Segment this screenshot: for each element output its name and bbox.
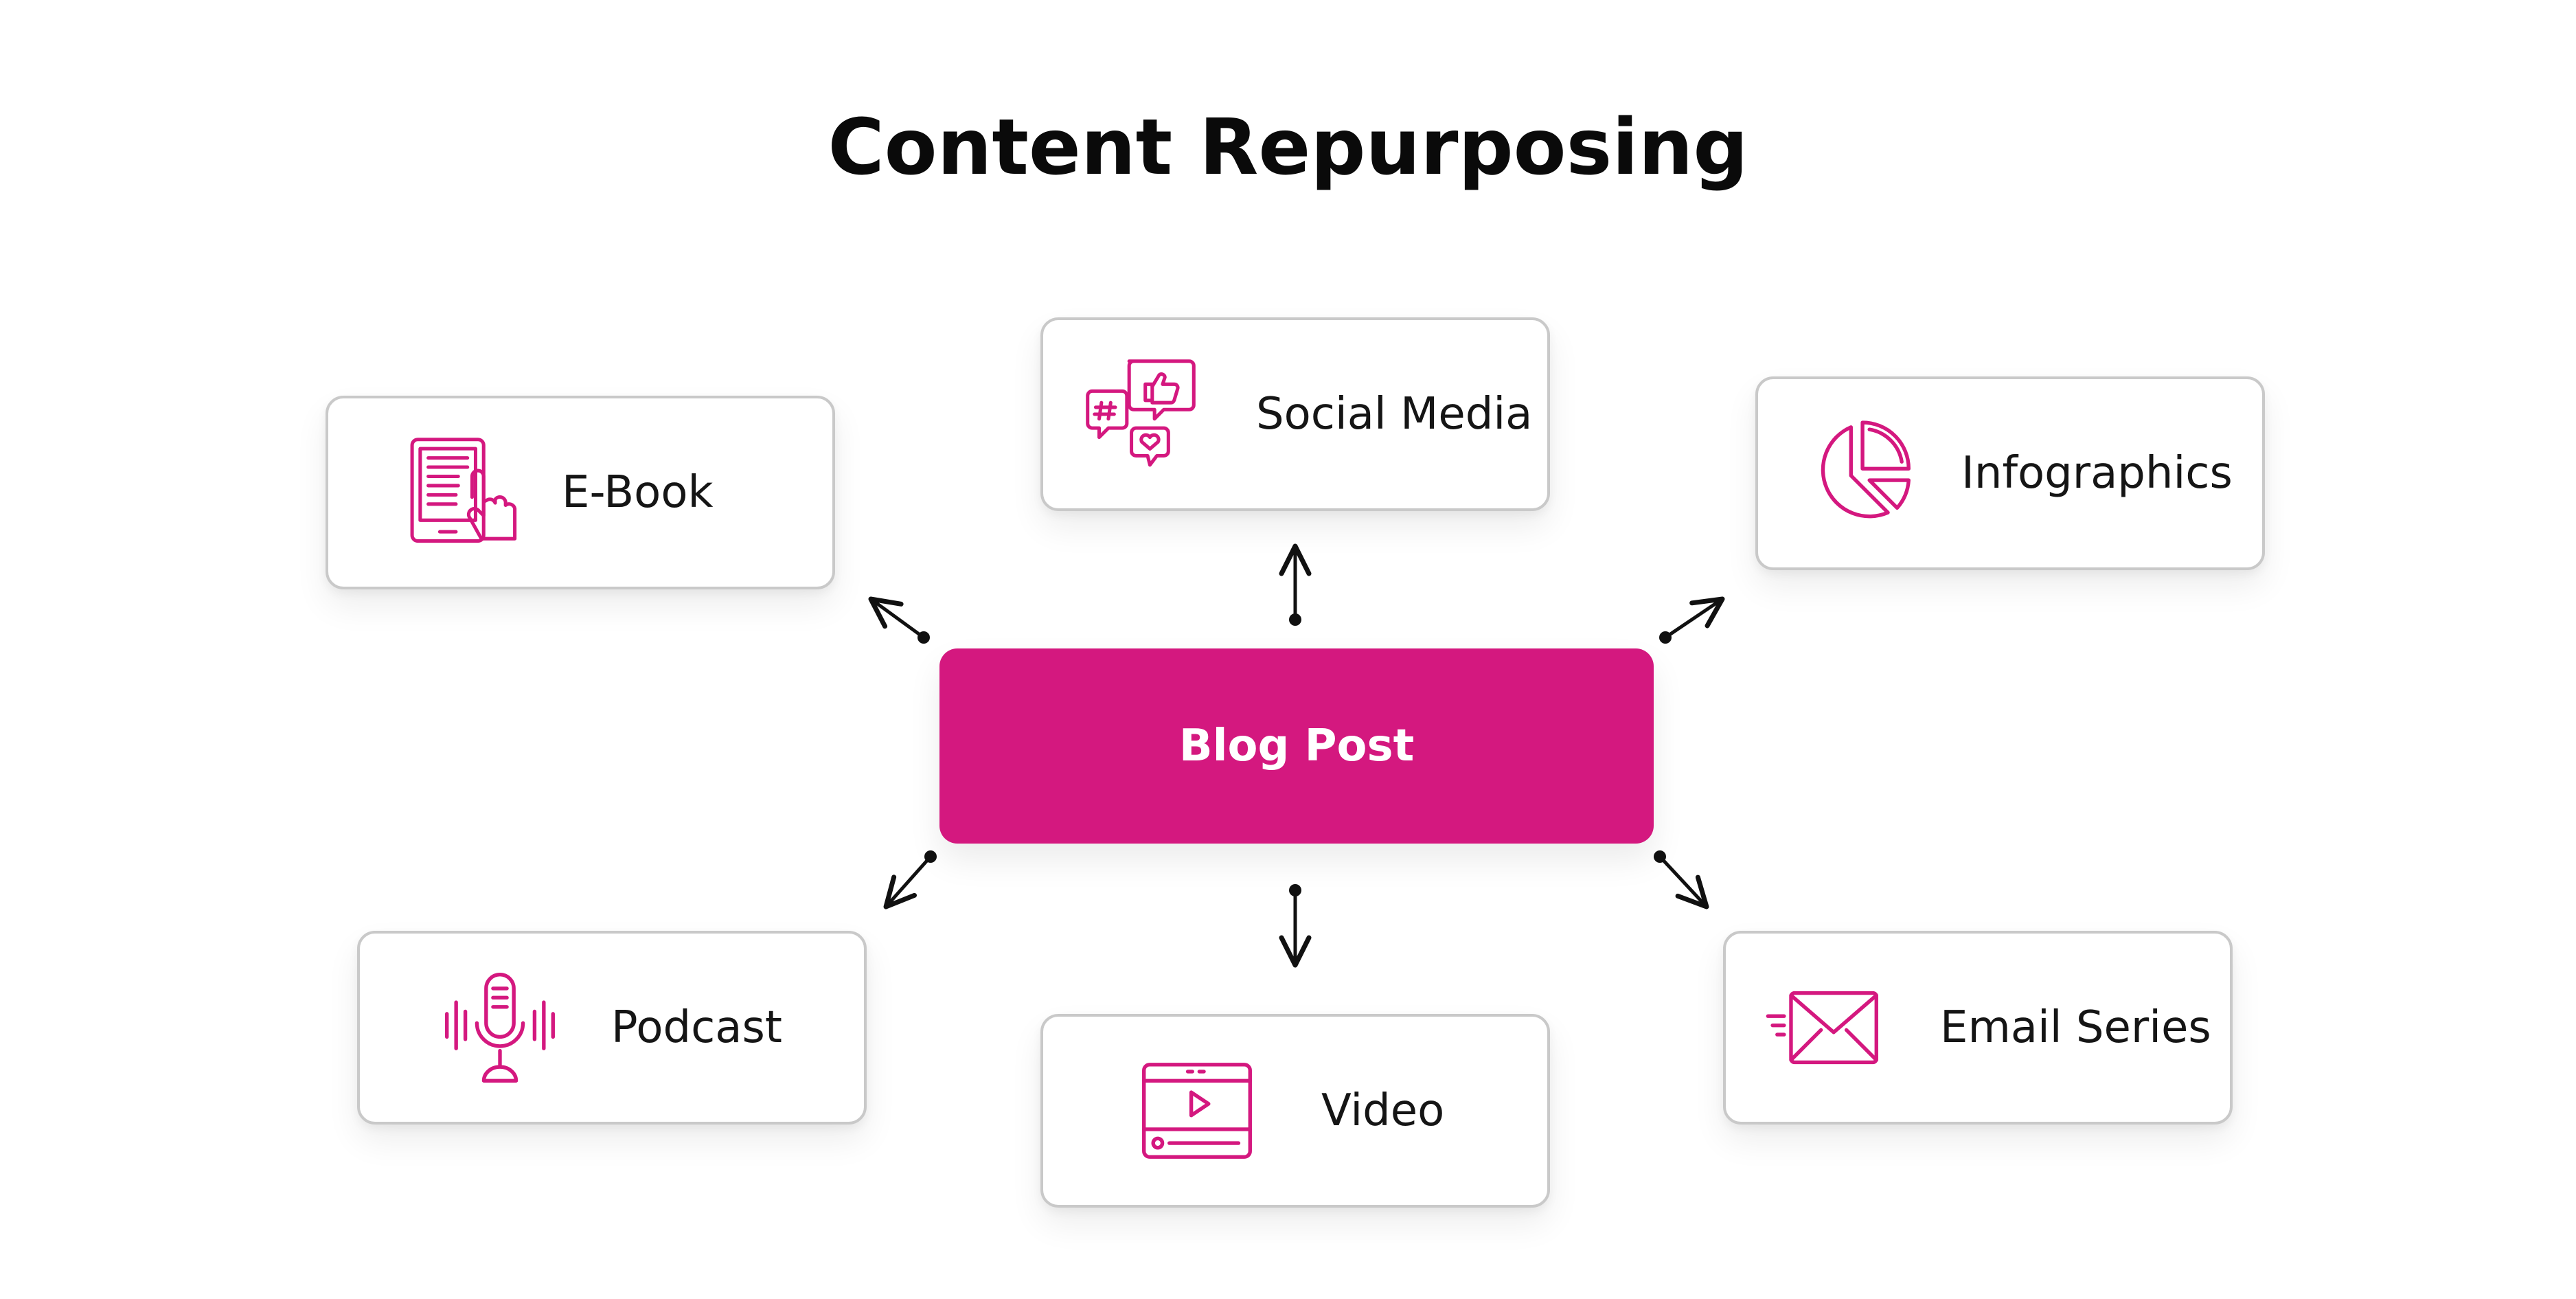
ebook-touch-icon [405,435,521,550]
node-label-email-series: Email Series [1940,1002,2211,1053]
arrow-to-social-media [1279,543,1312,626]
social-media-chat-icon [1083,357,1198,472]
node-card-video: Video [1040,1014,1550,1208]
diagram-title: Content Repurposing [828,103,1748,192]
node-card-podcast: Podcast [357,931,867,1125]
arrow-to-email-series [1654,850,1709,910]
node-card-ebook: E-Book [326,396,835,589]
node-card-social-media: Social Media [1040,317,1550,511]
node-label-video: Video [1321,1085,1445,1136]
center-node-blog-post: Blog Post [939,648,1654,844]
arrow-to-video [1279,884,1312,968]
arrow-to-podcast [883,850,937,910]
node-label-ebook: E-Book [562,467,714,518]
arrow-to-infographics [1659,596,1725,644]
microphone-icon [442,970,558,1085]
node-label-social-media: Social Media [1256,389,1533,440]
node-label-infographics: Infographics [1961,448,2233,499]
node-card-email-series: Email Series [1723,931,2233,1125]
pie-chart-icon [1798,416,1913,531]
video-player-icon [1139,1053,1255,1168]
arrow-to-ebook [868,596,930,644]
envelope-icon [1766,970,1881,1085]
node-card-infographics: Infographics [1755,376,2265,570]
center-node-label: Blog Post [1178,721,1415,771]
node-label-podcast: Podcast [611,1002,782,1053]
